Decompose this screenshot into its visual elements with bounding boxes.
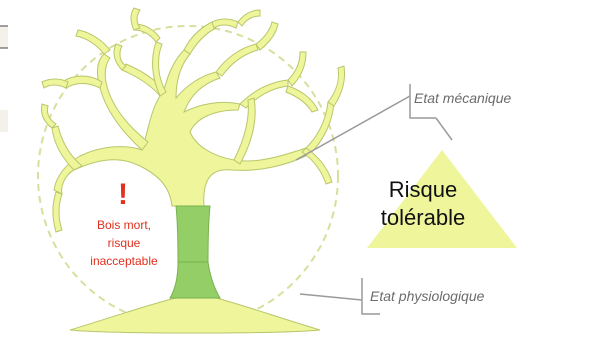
tolerable-line: tolérable <box>380 205 466 230</box>
etat-physiologique-label: Etat physiologique <box>370 288 485 304</box>
exclamation-mark: ! <box>118 178 128 211</box>
leader-lines <box>295 84 453 315</box>
physiologique-bracket <box>361 278 380 315</box>
risque-tolerable-label: Risque tolérable <box>368 176 478 232</box>
etat-mecanique-label: Etat mécanique <box>414 90 512 106</box>
risk-triangle <box>367 150 517 248</box>
physiologique-leader-line <box>299 293 363 301</box>
dead-wood-line-1: Bois mort, <box>96 218 151 232</box>
mecanique-to-triangle-line <box>435 117 453 141</box>
trunk <box>169 205 221 299</box>
tree-crown <box>41 7 345 233</box>
dead-wood-label: Bois mort, risque inacceptable <box>70 216 178 270</box>
boundary-circle <box>37 25 339 327</box>
mecanique-bracket <box>409 84 436 119</box>
dead-wood-line-3: inacceptable <box>90 254 158 268</box>
risque-line: Risque <box>388 177 458 202</box>
page-edge-fragments <box>0 25 8 132</box>
mecanique-leader-line <box>295 95 411 161</box>
ground-flare <box>69 297 321 334</box>
dead-wood-line-2: risque <box>107 236 141 250</box>
